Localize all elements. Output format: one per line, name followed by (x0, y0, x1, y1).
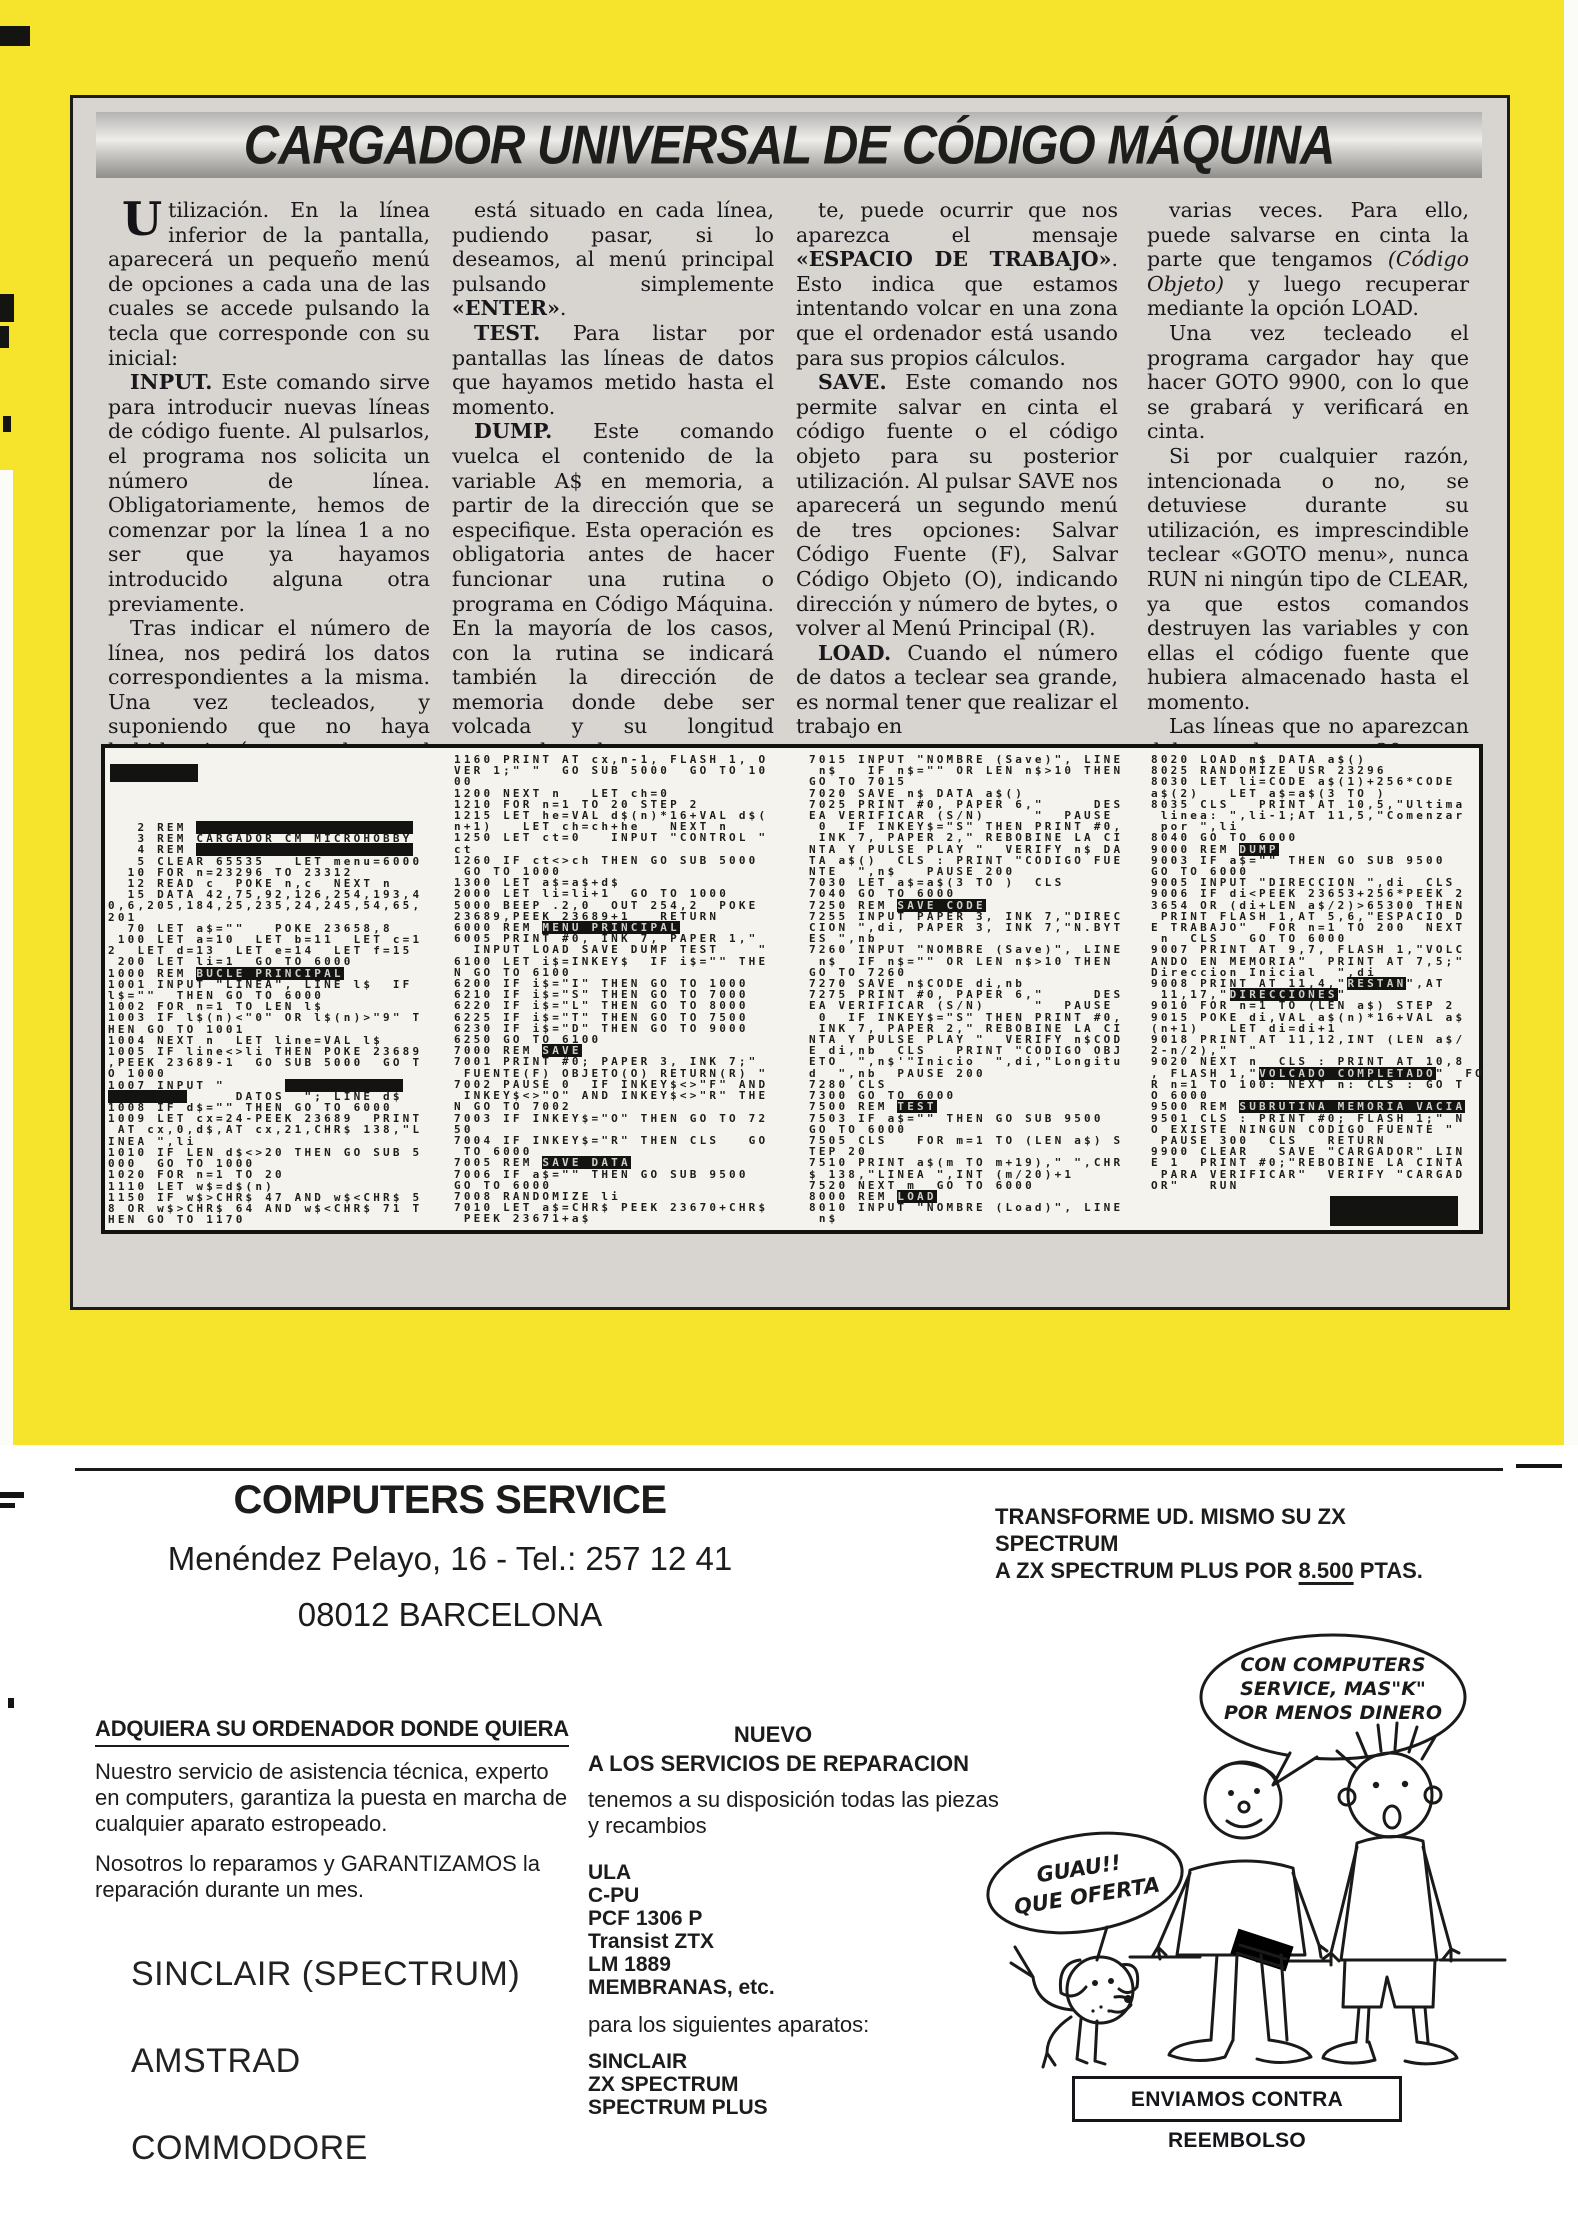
drop-cap: U (122, 192, 163, 246)
illegible-inverse-label (110, 764, 198, 782)
scan-artifact (0, 326, 9, 348)
part-item: PCF 1306 P (588, 1907, 703, 1930)
scan-artifact (8, 1698, 14, 1708)
promo-line2: A ZX SPECTRUM PLUS POR 8.500 PTAS. (995, 1558, 1423, 1583)
brand-list: SINCLAIR (SPECTRUM) AMSTRAD COMMODORE (95, 1955, 573, 2168)
advertiser-block: COMPUTERS SERVICE Menéndez Pelayo, 16 - … (130, 1478, 770, 1634)
scan-artifact (1516, 1464, 1562, 1468)
page-right-margin (1564, 0, 1578, 1445)
speech-bubble: GUAU!! QUE OFERTA (986, 1831, 1184, 1935)
page-left-margin (0, 470, 13, 1445)
article-paragraph: te, puede ocurrir que nos aparezca el me… (796, 198, 1118, 370)
scan-artifact (0, 26, 30, 46)
advertiser-name: COMPUTERS SERVICE (233, 1478, 667, 1522)
article-paragraph: varias veces. Para ello, puede salvarse … (1147, 198, 1469, 321)
part-item: LM 1889 (588, 1953, 671, 1976)
scan-artifact (0, 1503, 15, 1508)
advertiser-address: Menéndez Pelayo, 16 - Tel.: 257 12 41 (167, 1540, 733, 1577)
code-column: 2 REM 3 REM CARGADOR CM MICROHOBBY 4 REM… (108, 821, 423, 1227)
ad-left-column: ADQUIERA SU ORDENADOR DONDE QUIERA Nuest… (95, 1716, 573, 2216)
article-paragraph: Una vez tecleado el programa cargador ha… (1147, 320, 1469, 444)
article-paragraph: está situado en cada línea, pudiendo pas… (452, 198, 774, 321)
part-item: Transist ZTX (588, 1930, 715, 1953)
brand-item: COMMODORE (131, 2129, 368, 2167)
code-column: 7015 INPUT "NOMBRE (Save)", LINE n$ IF n… (809, 753, 1124, 1226)
article-paragraph: TEST. Para listar por pantallas las líne… (452, 320, 774, 419)
article-paragraph: SAVE. Este comando nos permite salvar en… (796, 370, 1118, 641)
cartoon-man-left (1150, 1760, 1329, 2064)
advertiser-city: 08012 BARCELONA (297, 1596, 603, 1633)
part-item: C-PU (588, 1884, 640, 1907)
promo-offer: TRANSFORME UD. MISMO SU ZX SPECTRUM A ZX… (995, 1503, 1475, 1584)
promo-price: 8.500 (1298, 1558, 1354, 1583)
article-paragraph: INPUT. Este comando sirve para introduci… (108, 370, 430, 616)
scan-artifact (0, 294, 14, 322)
bubble1-text: CON COMPUTERS (1240, 1654, 1425, 1676)
cartoon-dog (1009, 1945, 1140, 2069)
ad-paragraph: tenemos a su disposición todas las pie­z… (588, 1787, 999, 1838)
magazine-page: { "article": { "title": "CARGADOR UNIVER… (0, 0, 1578, 2167)
for-devices-label: para los siguientes aparatos: (588, 2012, 870, 2037)
scan-artifact (3, 416, 11, 432)
article-paragraph: LOAD. Cuando el número de datos a teclea… (796, 640, 1118, 739)
speech-bubble-tail (1095, 1925, 1109, 1962)
cartoon-man-right (1321, 1721, 1461, 2066)
page-title: CARGADOR UNIVERSAL DE CÓDIGO MÁQUINA (243, 113, 1336, 176)
part-item: ULA (588, 1861, 632, 1884)
cartoon-illustration: CON COMPUTERS SERVICE, MAS"K" POR MENOS … (986, 1633, 1507, 2069)
promo-line1: TRANSFORME UD. MISMO SU ZX SPECTRUM (995, 1504, 1346, 1556)
brand-item: AMSTRAD (131, 2042, 301, 2080)
part-item: MEMBRANAS, etc. (588, 1976, 775, 1999)
bubble1-text: POR MENOS DINERO (1224, 1702, 1442, 1724)
ad-divider-rule (75, 1468, 1503, 1471)
code-column: 8020 LOAD n$ DATA a$() 8025 RANDOMIZE US… (1151, 753, 1485, 1192)
article-column: te, puede ocurrir que nos aparezca el me… (796, 198, 1118, 746)
ad-paragraph: Nuestro servicio de asistencia técnica, … (95, 1759, 568, 1836)
device-item: SINCLAIR (588, 2050, 688, 2073)
code-listing-box: 2 REM 3 REM CARGADOR CM MICROHOBBY 4 REM… (101, 744, 1483, 1234)
article-paragraph: DUMP. Este comando vuelca el contenido d… (452, 419, 774, 763)
device-item: ZX SPECTRUM (588, 2073, 739, 2096)
ad-mid-heading-services: A LOS SERVICIOS DE REPARACION (588, 1751, 969, 1776)
bubble1-text: SERVICE, MAS"K" (1240, 1678, 1426, 1700)
reembolso-box: ENVIAMOS CONTRA REEMBOLSO (1072, 2076, 1402, 2152)
device-item: SPECTRUM PLUS (588, 2096, 768, 2119)
speech-bubble (1199, 1633, 1467, 1761)
ad-mid-heading-new: NUEVO (733, 1722, 813, 1747)
brand-item: SINCLAIR (SPECTRUM) (131, 1955, 521, 1993)
article-title-band: CARGADOR UNIVERSAL DE CÓDIGO MÁQUINA (96, 112, 1482, 178)
article-column: está situado en cada línea, pudiendo pas… (452, 198, 774, 812)
article-paragraph: Si por cualquier razón, intencionada o n… (1147, 443, 1470, 714)
speech-bubble-tail (1271, 1751, 1319, 1787)
ad-paragraph: Nosotros lo reparamos y GARANTIZAMOS la … (95, 1851, 541, 1902)
ad-left-heading: ADQUIERA SU ORDENADOR DONDE QUIERA (95, 1716, 569, 1747)
article-column: varias veces. Para ello, puede salvarse … (1147, 198, 1470, 788)
code-column: 1160 PRINT AT cx,n-1, FLASH 1, O VER 1;"… (454, 753, 769, 1226)
illegible-inverse-label (1330, 1196, 1458, 1226)
ad-middle-column: NUEVO A LOS SERVICIOS DE REPARACION tene… (588, 1722, 1000, 2119)
scan-artifact (0, 1492, 24, 1498)
